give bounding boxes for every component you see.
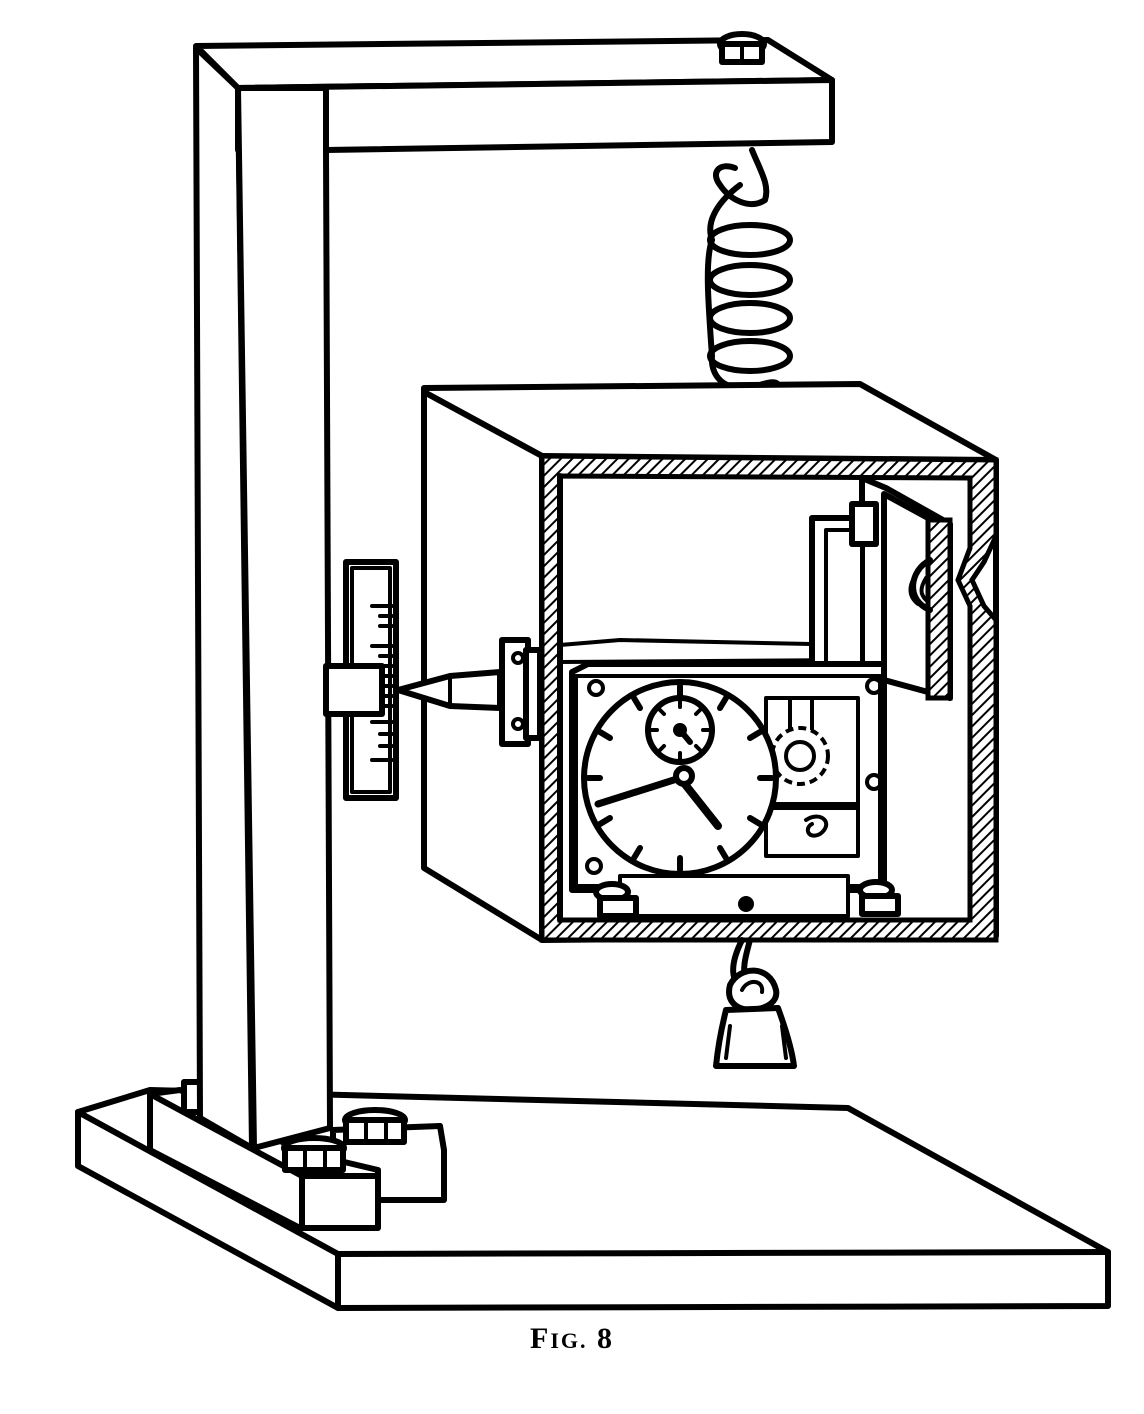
foot-bolt-right xyxy=(857,879,901,917)
caption-prefix: F xyxy=(529,1322,551,1355)
vertical-scale xyxy=(323,559,399,801)
anvil-block xyxy=(809,475,953,701)
figure-caption: FIG. 8 xyxy=(0,1322,1144,1356)
overhead-arm xyxy=(193,37,835,153)
clock-hands xyxy=(594,765,722,830)
hex-bolt-rear xyxy=(342,1107,408,1145)
hanging-weight xyxy=(713,937,797,1069)
foot-bolt-left xyxy=(593,881,639,919)
caption-number: 8 xyxy=(597,1322,614,1355)
seconds-subdial xyxy=(645,695,715,765)
hex-bolt-front xyxy=(281,1135,347,1173)
caption-smallcaps: IG. xyxy=(550,1328,588,1353)
top-nut xyxy=(717,31,767,65)
pointer xyxy=(395,637,543,747)
vertical-column xyxy=(193,45,333,1151)
clock-dial xyxy=(581,679,779,877)
